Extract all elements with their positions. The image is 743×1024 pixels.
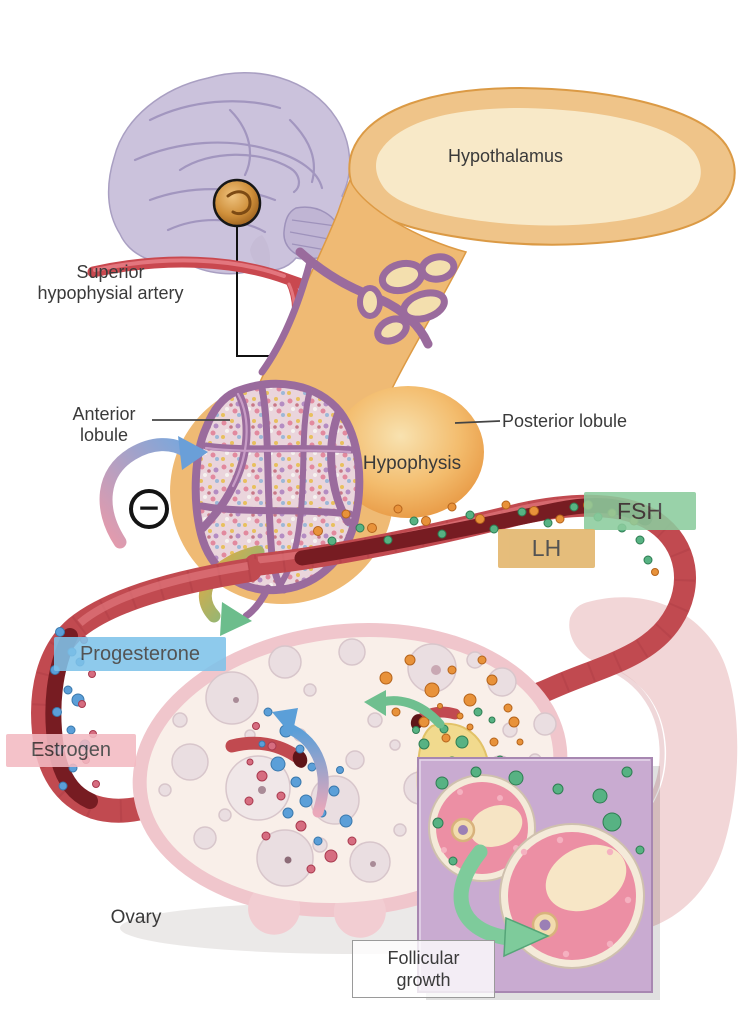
lh-badge: LH xyxy=(498,529,595,568)
brainstem xyxy=(250,235,270,272)
superior-hypophysial-artery-label-line2: hypophysial artery xyxy=(37,283,184,304)
follicular-growth-label-line1: Follicular xyxy=(387,947,460,968)
follicular-growth-inset xyxy=(417,757,660,1000)
hypothalamus-label: Hypothalamus xyxy=(447,146,564,166)
lh-delivery-arrow xyxy=(364,690,445,729)
posterior-lobule-label: Posterior lobule xyxy=(502,411,628,431)
ovary-label: Ovary xyxy=(110,907,162,928)
mesh-highlights xyxy=(204,392,352,488)
brain-illustration xyxy=(107,72,355,275)
estrogen-dots-ovary xyxy=(244,722,357,874)
brain-gyri-lines xyxy=(133,100,324,234)
anterior-lobule-label: Anterior lobule xyxy=(58,404,150,446)
fsh-dots-inset xyxy=(432,766,645,866)
progesterone-badge: Progesterone xyxy=(54,637,226,671)
follicular-growth-label-line2: growth xyxy=(396,970,451,990)
superior-hypophysial-artery-label: Superior hypophysial artery xyxy=(18,262,203,304)
progesterone-dots-ovary xyxy=(258,707,353,846)
follicle-nuclei xyxy=(233,665,441,867)
anterior-lobule-label-line1: Anterior xyxy=(72,404,136,424)
posterior-lobe xyxy=(332,386,484,518)
estrogen-progesterone-secretion-arrow xyxy=(272,708,329,818)
small-follicle xyxy=(428,774,536,882)
anterior-lobe xyxy=(191,379,364,620)
negative-feedback-arrow xyxy=(99,436,208,549)
pituitary-highlight-circle xyxy=(212,178,262,228)
anterior-lobule-label-line2: lobule xyxy=(79,425,129,446)
follicular-growth-arrow xyxy=(453,844,550,958)
hypothalamus-shape xyxy=(348,86,736,246)
fsh-badge: FSH xyxy=(584,492,696,530)
pituitary-highlight-detail xyxy=(226,190,252,216)
superior-hypophysial-artery-label-line1: Superior xyxy=(76,262,145,282)
follicular-growth-label-box: Follicular growth xyxy=(352,940,495,998)
estrogen-badge: Estrogen xyxy=(6,734,136,767)
negative-feedback-icon: − xyxy=(129,489,169,529)
leader-lines xyxy=(152,419,501,424)
hypophysis-label: Hypophysis xyxy=(362,453,462,474)
portal-vessel-network xyxy=(258,247,458,376)
large-follicle xyxy=(499,823,645,969)
